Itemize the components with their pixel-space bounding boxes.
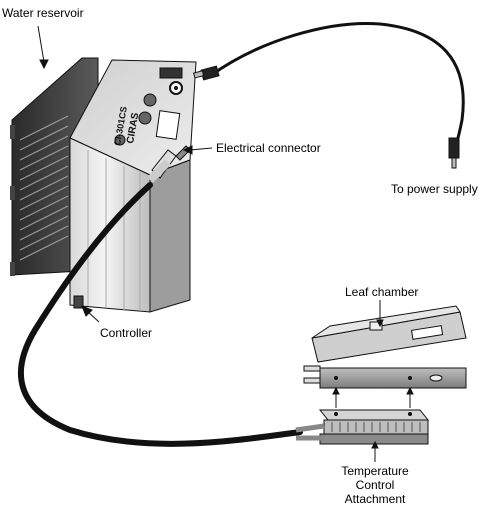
temperature-control-attachment	[295, 409, 430, 445]
label-controller: Controller	[100, 326, 153, 340]
controller-foot	[10, 186, 15, 200]
controller-leg	[73, 295, 84, 309]
controller-foot	[10, 125, 15, 139]
leaf-chamber-latch	[369, 321, 383, 331]
display-window	[159, 67, 183, 79]
controller-foot	[10, 262, 15, 276]
tca-heatsink-ridges	[331, 422, 421, 432]
knob	[114, 134, 126, 146]
power-plug-controller-end	[193, 65, 220, 81]
power-cable	[209, 22, 465, 151]
label-tca-line-3: Attachment	[344, 492, 406, 506]
knob	[138, 111, 152, 125]
chamber-cable-sleeve	[147, 159, 171, 183]
label-leaf-chamber: Leaf chamber	[345, 285, 419, 299]
controller-logo: CIRAS	[125, 112, 141, 145]
leaf-chamber-lower-jaw	[319, 367, 467, 389]
leader-lines	[37, 25, 384, 462]
knob	[143, 93, 157, 107]
tca-base	[319, 433, 429, 445]
controller-unit: CIRAS CI-301CS	[10, 57, 197, 313]
tca-cable-entry	[295, 423, 325, 433]
leaf-chamber-upper-jaw-top	[311, 305, 461, 339]
jaw-screw	[334, 376, 338, 380]
controller-right-side	[149, 159, 191, 313]
label-water-reservoir: Water reservoir	[2, 6, 84, 20]
leaf-chamber	[303, 305, 467, 389]
leaf-chamber-window	[410, 325, 444, 340]
heat-sink-fins	[19, 115, 69, 261]
alignment-arrows	[332, 386, 414, 408]
power-plug-supply-end	[448, 137, 460, 169]
jaw-screw	[408, 376, 412, 380]
label-temperature-control-attachment: Temperature Control Attachment	[330, 464, 420, 506]
tca-screw	[408, 412, 412, 416]
chamber-cable	[17, 182, 303, 447]
jaw-pin	[303, 365, 321, 372]
label-electrical-connector: Electrical connector	[216, 141, 321, 155]
power-socket-pin	[174, 86, 178, 90]
jaw-pin	[303, 377, 321, 384]
jaw-port	[429, 374, 443, 382]
label-tca-line-2: Control	[355, 478, 395, 492]
label-tca-line-1: Temperature	[341, 464, 409, 478]
label-plate	[155, 110, 181, 140]
tca-screw	[334, 412, 338, 416]
label-to-power-supply: To power supply	[391, 182, 478, 196]
